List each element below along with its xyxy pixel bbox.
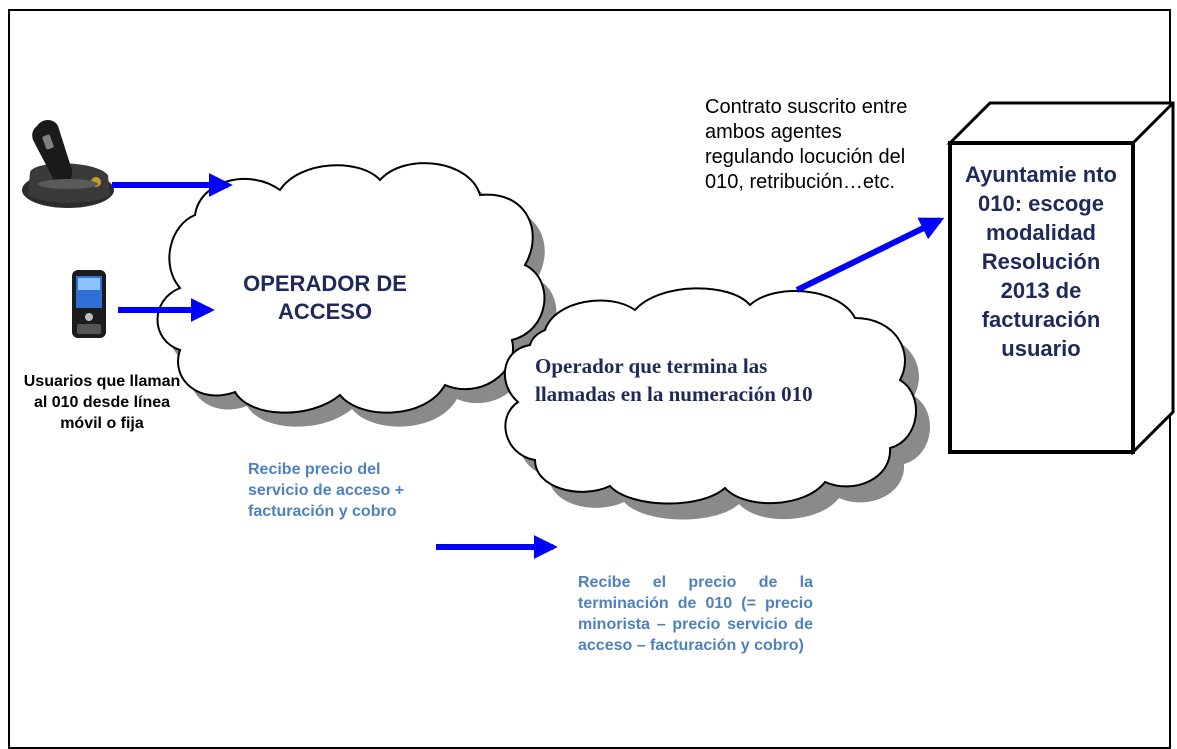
access-revenue-note: Recibe precio del servicio de acceso + f… [248,461,405,520]
terminating-operator-label: Operador que termina las llamadas en la … [535,354,813,406]
access-operator-cloud [156,162,557,427]
users-caption: Usuarios que llaman al 010 desde línea m… [23,373,181,432]
mobile-phone-icon [72,270,106,338]
council-label: Ayuntamie nto 010: escoge modalidad Reso… [965,162,1117,361]
arrow-to-council [795,217,945,293]
terminating-operator-cloud [503,287,931,520]
desk-phone-icon [22,120,114,208]
council-box [946,101,1175,456]
contract-note: Contrato suscrito entre ambos agentes re… [705,96,908,193]
termination-revenue-note: Recibe el precio de la terminación de 01… [578,574,813,654]
access-operator-label: OPERADOR DE ACCESO [243,271,407,324]
